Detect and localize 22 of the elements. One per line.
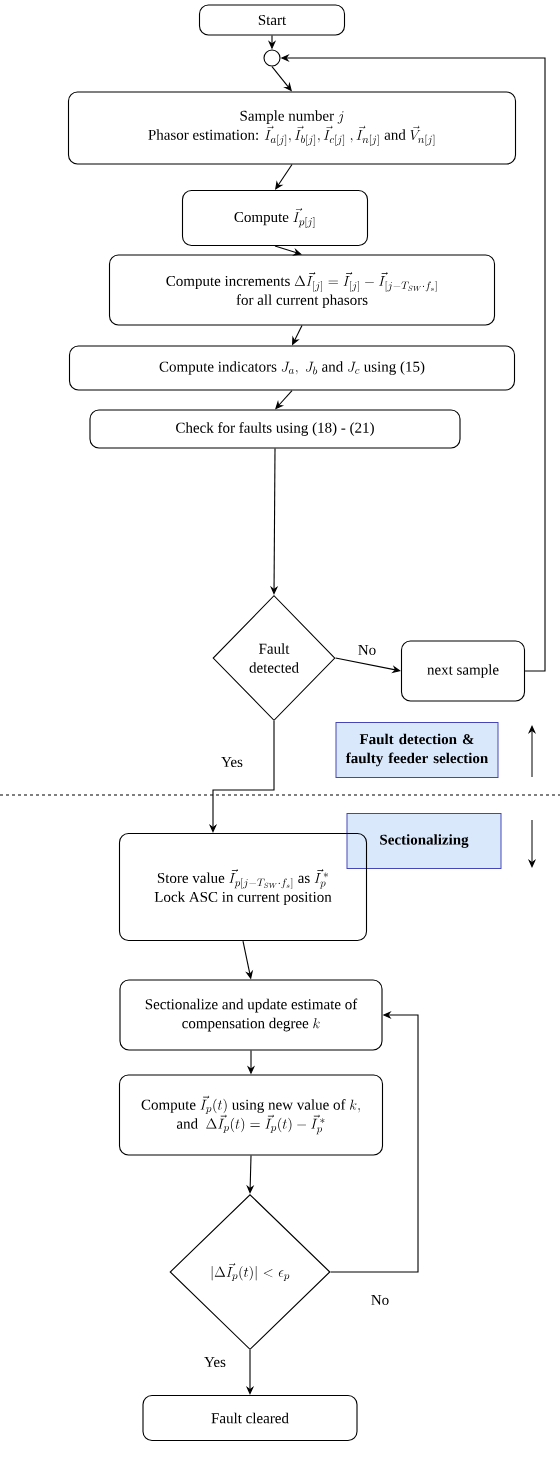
edge-label: No xyxy=(369,1294,391,1306)
edge-label: Yes xyxy=(203,1356,227,1368)
process-box: next sample xyxy=(400,640,526,702)
arrow xyxy=(275,164,293,190)
process-box: $\text{Compute increments } \Delta\vec{I}_{[j]} = \vec{I}_{[j]} - \vec{I}_{[j-T_{SW}\cdot f_s]}$ for all current phasors xyxy=(108,254,496,326)
section-label-box: Fault detection & faulty feeder selection xyxy=(335,722,499,778)
process-box: $\text{Store value } \vec{I}_{p[j-T_{SW}\cdot f_s]} \text{ as } \vec{I}_p^{\,*}$ Lock ASC in current position xyxy=(118,832,368,942)
process-box: $\text{Sample number } j$ $\text{Phasor estimation: } \vec{I}_{a[j]}, \vec{I}_{b[j]}, \vec{I}_{c[j]}\ , \vec{I}_{n[j]} \text{ and } \vec{V}_{n[j]}$ xyxy=(67,91,517,165)
process-box: $\text{Compute } \vec{I}_{p[j]}$ xyxy=(181,189,369,247)
circle-connector xyxy=(263,49,281,67)
process-box: Check for faults using (18) - (21) xyxy=(89,409,461,449)
edge-label: No xyxy=(356,644,378,656)
process-box: $\text{Compute indicators } J_a,\ J_b \text{ and } J_c \text{ using (15)}$ xyxy=(68,345,516,391)
process-box: Fault cleared xyxy=(142,1394,358,1442)
process-box: $\text{Compute } \vec{I}_p(t) \text{ using new value of } k,$ $\text{and }\ \Delta\vec{I}_p(t) = \vec{I}_p(t) - \vec{I}_p^{\,*}$ xyxy=(118,1074,384,1156)
process-box: Sectionalize and update estimate of $\text{compensation degree } k$ xyxy=(119,979,383,1051)
arrow xyxy=(270,448,279,595)
edge-label: Yes xyxy=(220,756,244,768)
section-label-box: Sectionalizing xyxy=(346,813,502,869)
arrow xyxy=(274,245,302,256)
process-box: Start xyxy=(198,4,346,36)
arrow xyxy=(246,1155,255,1194)
